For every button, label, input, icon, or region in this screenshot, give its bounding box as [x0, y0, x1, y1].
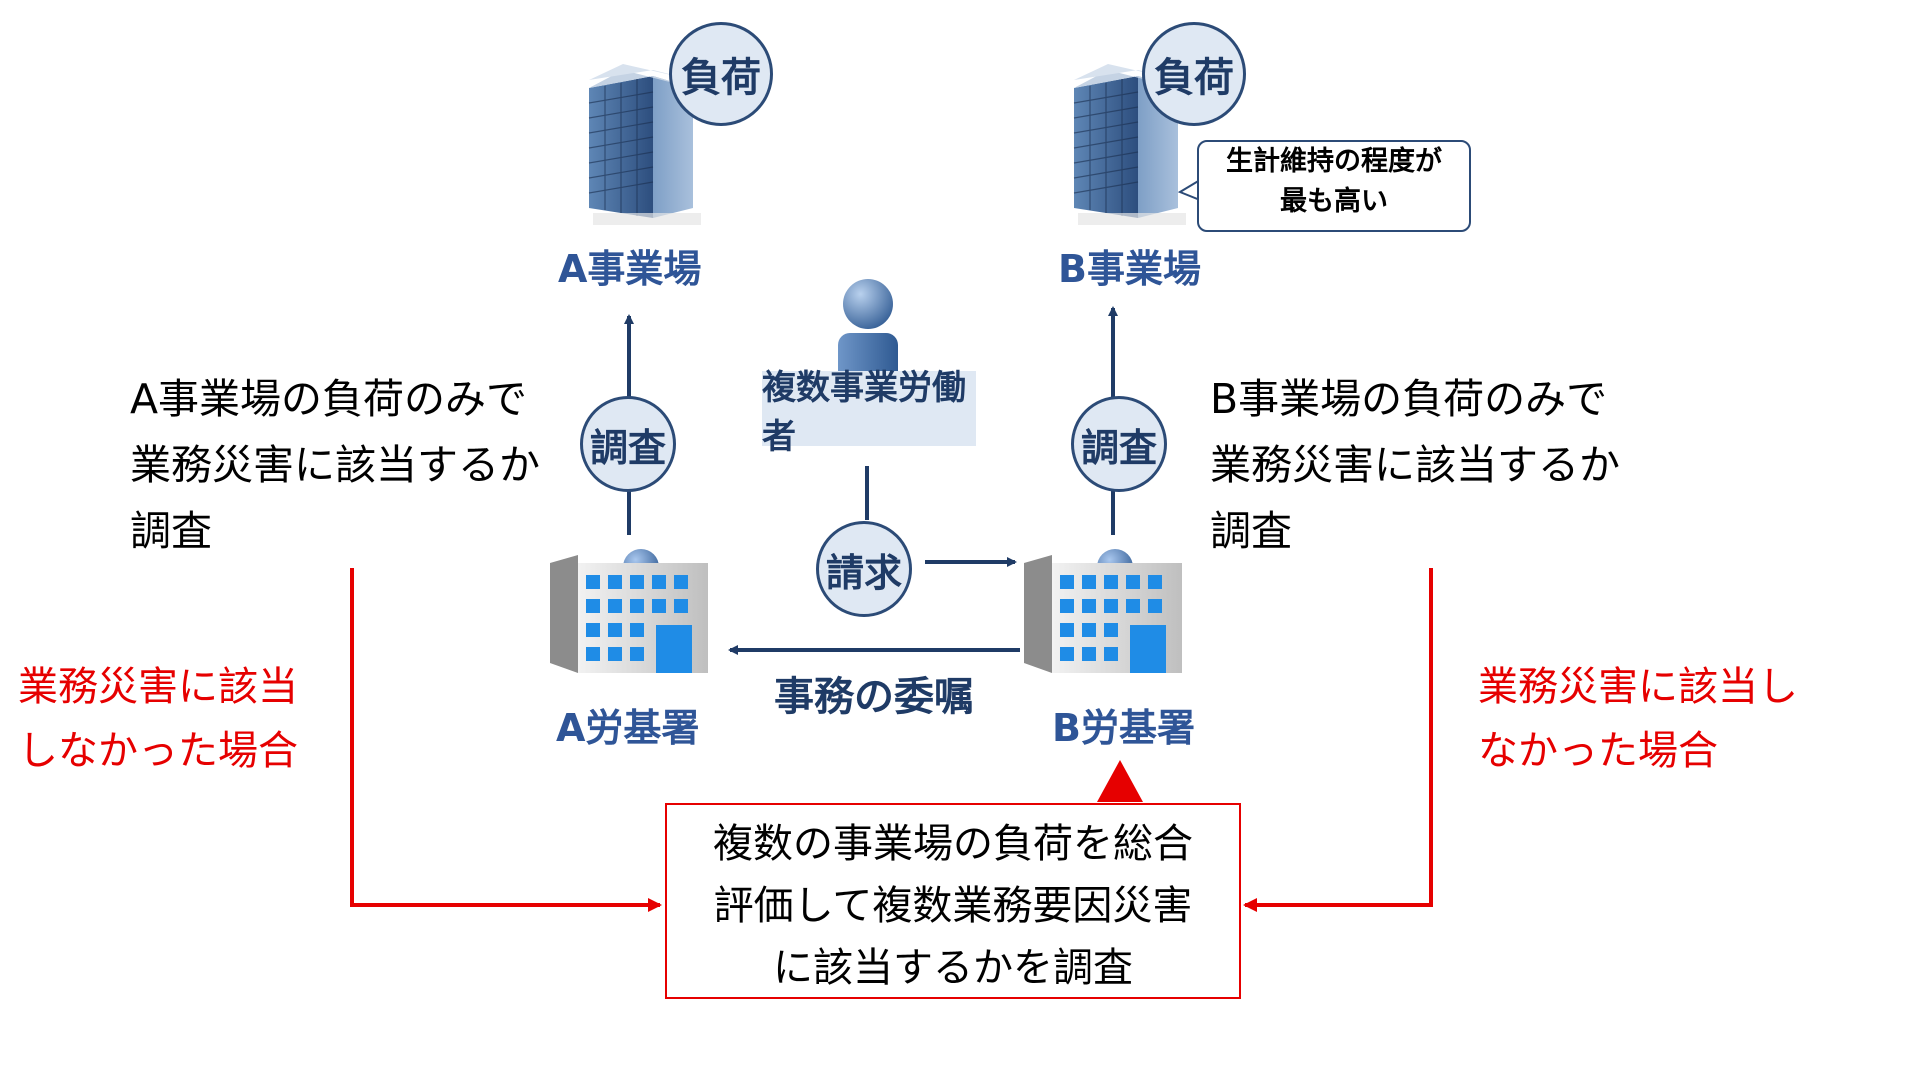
commission-label: 事務の委嘱 [774, 674, 974, 720]
a-investigate-bubble: 調査 [580, 396, 676, 492]
red-triangle [1097, 760, 1143, 802]
b-investigate-label: 調査 [1080, 425, 1157, 470]
b-note: B事業場の負荷のみで 業務災害に該当するか 調査 [1210, 366, 1620, 564]
left-not-applicable-line-2: しなかった場合 [18, 728, 298, 774]
a-office-building-icon [550, 549, 708, 673]
b-load-label: 負荷 [1154, 55, 1234, 101]
b-callout-line-2: 最も高い [1280, 186, 1388, 217]
b-note-line-3: 調査 [1210, 507, 1292, 555]
right-red-arrow [1243, 568, 1433, 912]
b-office-building-icon [1024, 549, 1182, 673]
a-tower-building-icon [588, 64, 701, 225]
a-note-line-1: A事業場の負荷のみで [130, 375, 528, 423]
a-note-line-3: 調査 [130, 507, 212, 555]
a-note: A事業場の負荷のみで 業務災害に該当するか 調査 [130, 366, 540, 564]
b-office-label: B労基署 [1052, 706, 1195, 750]
b-callout: 生計維持の程度が 最も高い [1197, 140, 1471, 232]
right-not-applicable: 業務災害に該当し なかった場合 [1478, 655, 1798, 783]
a-load-bubble: 負荷 [669, 22, 773, 126]
worker-label: 複数事業労働者 [762, 367, 966, 457]
a-note-line-2: 業務災害に該当するか [130, 441, 540, 489]
left-not-applicable: 業務災害に該当 しなかった場合 [18, 655, 298, 783]
b-load-bubble: 負荷 [1142, 22, 1246, 126]
a-load-label: 負荷 [681, 55, 761, 101]
left-red-arrow [350, 568, 662, 912]
result-line-1: 複数の事業場の負荷を総合 [713, 821, 1193, 867]
result-box: 複数の事業場の負荷を総合 評価して複数業務要因災害 に該当するかを調査 [665, 803, 1241, 999]
b-note-line-1: B事業場の負荷のみで [1210, 375, 1608, 423]
result-line-2: 評価して複数業務要因災害 [713, 883, 1193, 929]
b-callout-line-1: 生計維持の程度が [1226, 146, 1442, 177]
b-site-label: B事業場 [1058, 247, 1201, 291]
claim-bubble: 請求 [816, 521, 912, 617]
right-not-applicable-line-2: なかった場合 [1478, 728, 1718, 774]
worker-label-box: 複数事業労働者 [762, 368, 976, 457]
a-investigate-label: 調査 [589, 425, 666, 470]
b-note-line-2: 業務災害に該当するか [1210, 441, 1620, 489]
left-not-applicable-line-1: 業務災害に該当 [18, 664, 298, 710]
result-line-3: に該当するかを調査 [773, 945, 1133, 991]
right-not-applicable-line-1: 業務災害に該当し [1478, 664, 1798, 710]
a-office-label: A労基署 [556, 706, 700, 750]
claim-label: 請求 [825, 550, 902, 595]
b-investigate-bubble: 調査 [1071, 396, 1167, 492]
a-site-label: A事業場 [558, 247, 702, 291]
